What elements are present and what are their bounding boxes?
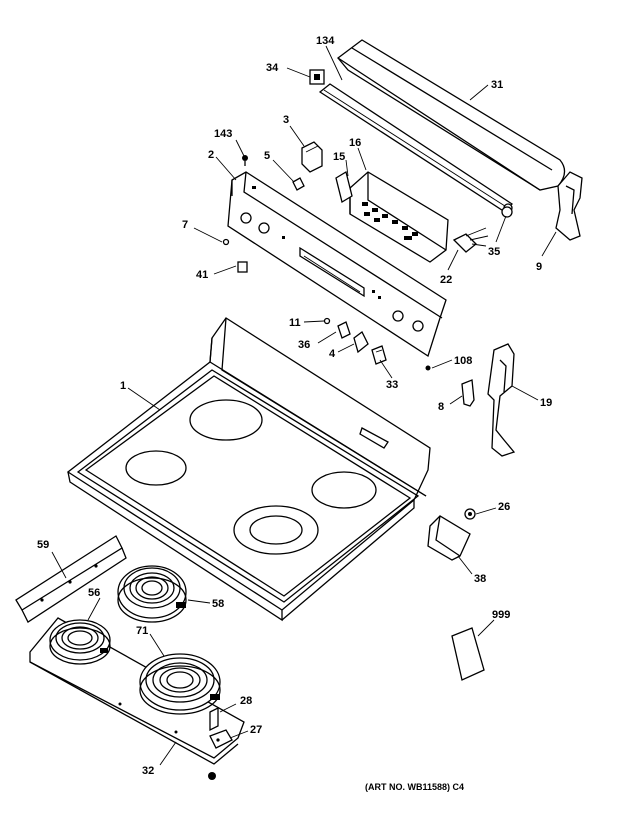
part-71-surface-element [139, 653, 221, 715]
part-4-knob [353, 331, 369, 354]
part-7-screw [222, 238, 230, 246]
part-8-bracket [461, 379, 475, 407]
callout-41: 41 [196, 269, 208, 281]
callout-71: 71 [136, 625, 148, 637]
part-11-screw [323, 317, 331, 325]
callout-108: 108 [454, 355, 472, 367]
part-3-switch [301, 141, 323, 173]
callout-16: 16 [349, 137, 361, 149]
part-19-side-bracket [487, 343, 516, 457]
callout-58: 58 [212, 598, 224, 610]
callout-143: 143 [214, 128, 232, 140]
part-28-receptacle [209, 706, 219, 732]
part-143-screw [242, 155, 248, 166]
callout-15: 15 [333, 151, 345, 163]
part-58-surface-element [117, 565, 187, 623]
part-26-nut [464, 508, 476, 520]
callout-26: 26 [498, 501, 510, 513]
callout-36: 36 [298, 339, 310, 351]
callout-31: 31 [491, 79, 503, 91]
callout-2: 2 [208, 149, 214, 161]
leader-lines [51, 45, 557, 766]
callout-134: 134 [316, 35, 335, 47]
callout-19: 19 [540, 397, 552, 409]
callout-33: 33 [386, 379, 398, 391]
part-36-knob [337, 321, 351, 339]
callout-4: 4 [329, 348, 336, 360]
callout-38: 38 [474, 573, 486, 585]
part-56-surface-element [49, 619, 111, 665]
callout-1: 1 [120, 380, 126, 392]
callout-35: 35 [488, 246, 500, 258]
callout-59: 59 [37, 539, 49, 551]
part-33-knob [371, 345, 387, 365]
callout-56: 56 [88, 587, 100, 599]
part-134-trim-strip [318, 83, 513, 213]
part-2-control-panel [227, 171, 447, 358]
callout-labels: 134 31 34 3 143 16 2 5 15 7 35 9 22 41 1… [37, 35, 552, 777]
callout-5: 5 [264, 150, 270, 162]
part-9-end-bracket [555, 171, 583, 241]
part-5-clip [292, 177, 305, 191]
part-16-electronic-control [335, 170, 449, 263]
callout-28: 28 [240, 695, 252, 707]
part-22-terminal-block [452, 227, 489, 253]
part-41-clip [237, 261, 248, 273]
callout-9: 9 [536, 261, 542, 273]
part-38-hinge [427, 515, 471, 561]
callout-22: 22 [440, 274, 452, 286]
callout-11: 11 [289, 317, 301, 329]
part-1-cooktop [66, 317, 431, 622]
part-108-screw [425, 365, 431, 371]
callout-32: 32 [142, 765, 154, 777]
part-34-clip [309, 69, 325, 85]
callout-999: 999 [492, 609, 510, 621]
part-35-end-cap [501, 206, 513, 218]
callout-8: 8 [438, 401, 444, 413]
callout-34: 34 [266, 62, 279, 74]
part-59-support-channel [15, 535, 127, 623]
callout-27: 27 [250, 724, 262, 736]
art-number-label: (ART NO. WB11588) C4 [365, 782, 464, 792]
callout-3: 3 [283, 114, 289, 126]
callout-7: 7 [182, 219, 188, 231]
part-27-bracket [209, 729, 233, 749]
part-999-literature [451, 627, 485, 681]
